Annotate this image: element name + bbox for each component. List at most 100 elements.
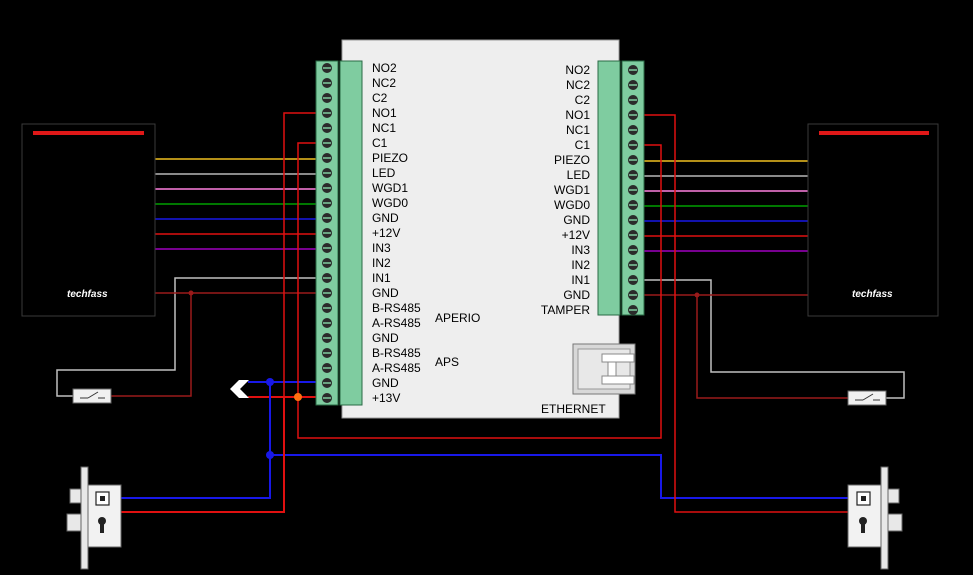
right-terminal-label: NO2 xyxy=(565,63,590,77)
aperio-label: APERIO xyxy=(435,311,480,325)
left-terminal-label: NC2 xyxy=(372,76,396,90)
relay-wire xyxy=(283,112,316,397)
terminal-screw xyxy=(628,275,638,285)
left-terminal-label: +12V xyxy=(372,226,400,240)
left-card-reader: techfass xyxy=(21,123,156,317)
terminal-screw xyxy=(628,200,638,210)
lock-wire xyxy=(120,397,285,513)
right-terminal-label: IN2 xyxy=(571,258,590,272)
terminal-screw xyxy=(628,215,638,225)
left-terminal-label: IN2 xyxy=(372,256,391,270)
terminal-screw xyxy=(322,183,332,193)
junction-dot xyxy=(266,451,274,459)
right-terminal-label: NC2 xyxy=(566,78,590,92)
ethernet-label: ETHERNET xyxy=(541,402,606,416)
terminal-screw xyxy=(628,185,638,195)
left-terminal-label: NC1 xyxy=(372,121,396,135)
terminal-screw xyxy=(322,318,332,328)
left-terminal-label: B-RS485 xyxy=(372,346,421,360)
left-terminal-label: GND xyxy=(372,211,399,225)
ethernet-port-icon xyxy=(572,343,636,395)
exit-button-wire xyxy=(644,279,905,399)
terminal-screw xyxy=(322,378,332,388)
right-terminal-label: GND xyxy=(563,288,590,302)
aps-label: APS xyxy=(435,355,459,369)
left-terminal-label: +13V xyxy=(372,391,400,405)
left-terminal-label: IN1 xyxy=(372,271,391,285)
terminal-screw xyxy=(322,63,332,73)
terminal-screw xyxy=(628,125,638,135)
left-terminal-label: B-RS485 xyxy=(372,301,421,315)
terminal-screw xyxy=(628,95,638,105)
junction-dot xyxy=(266,378,274,386)
terminal-screw xyxy=(322,333,332,343)
junction-dot xyxy=(694,292,700,298)
junction-dot xyxy=(294,393,302,401)
left-terminal-label: A-RS485 xyxy=(372,316,421,330)
left-terminal-label: IN3 xyxy=(372,241,391,255)
terminal-screw xyxy=(322,273,332,283)
reader-indicator-bar xyxy=(819,131,929,135)
left-terminal-label: GND xyxy=(372,331,399,345)
right-terminal-label: NC1 xyxy=(566,123,590,137)
right-terminal-label: +12V xyxy=(562,228,590,242)
terminal-screw xyxy=(322,108,332,118)
terminal-screw xyxy=(322,168,332,178)
reader-brand-logo: techfass xyxy=(67,289,108,300)
terminal-screw xyxy=(628,140,638,150)
lock-wire xyxy=(270,454,848,499)
left-terminal-label: WGD0 xyxy=(372,196,408,210)
reader-brand-logo: techfass xyxy=(852,289,893,300)
terminal-screw xyxy=(322,153,332,163)
right-door-lock-icon xyxy=(847,466,903,570)
left-terminal-label: PIEZO xyxy=(372,151,408,165)
exit-button-wire xyxy=(56,277,316,397)
left-terminal-label: A-RS485 xyxy=(372,361,421,375)
right-terminal-label: WGD0 xyxy=(554,198,590,212)
terminal-screw xyxy=(322,93,332,103)
terminal-screw xyxy=(628,260,638,270)
terminal-screw xyxy=(322,303,332,313)
left-exit-button-icon xyxy=(72,388,112,404)
terminal-screw xyxy=(322,138,332,148)
right-terminal-block xyxy=(597,60,645,316)
right-terminal-label: GND xyxy=(563,213,590,227)
right-card-reader: techfass xyxy=(807,123,939,317)
right-terminal-label: NO1 xyxy=(565,108,590,122)
right-terminal-label: TAMPER xyxy=(541,303,590,317)
lock-wire xyxy=(120,382,271,499)
terminal-screw xyxy=(628,80,638,90)
right-terminal-label: IN3 xyxy=(571,243,590,257)
left-terminal-label: NO1 xyxy=(372,106,397,120)
left-terminal-label: GND xyxy=(372,376,399,390)
terminal-screw xyxy=(628,290,638,300)
terminal-screw xyxy=(628,245,638,255)
relay-wire xyxy=(297,142,662,439)
terminal-screw xyxy=(628,155,638,165)
power-input-arrow-icon xyxy=(230,380,249,398)
right-terminal-label: WGD1 xyxy=(554,183,590,197)
reader-indicator-bar xyxy=(33,131,144,135)
right-terminal-labels: NO2NC2C2NO1NC1C1PIEZOLEDWGD1WGD0GND+12VI… xyxy=(541,63,590,317)
right-terminal-label: C1 xyxy=(575,138,591,152)
terminal-screw xyxy=(322,258,332,268)
terminal-screw xyxy=(322,243,332,253)
wires xyxy=(56,112,905,513)
left-terminal-label: NO2 xyxy=(372,61,397,75)
relay-wire xyxy=(644,114,848,513)
terminal-screw xyxy=(322,123,332,133)
right-terminal-label: C2 xyxy=(575,93,591,107)
terminal-screw xyxy=(628,170,638,180)
terminal-screw xyxy=(628,65,638,75)
terminal-screw xyxy=(628,110,638,120)
right-terminal-label: IN1 xyxy=(571,273,590,287)
exit-button-wire xyxy=(696,295,848,399)
terminal-screw xyxy=(322,348,332,358)
right-terminal-label: PIEZO xyxy=(554,153,590,167)
terminal-screw xyxy=(322,213,332,223)
terminal-screw xyxy=(628,305,638,315)
terminal-screw xyxy=(322,393,332,403)
terminal-screw xyxy=(322,228,332,238)
left-terminal-label: WGD1 xyxy=(372,181,408,195)
